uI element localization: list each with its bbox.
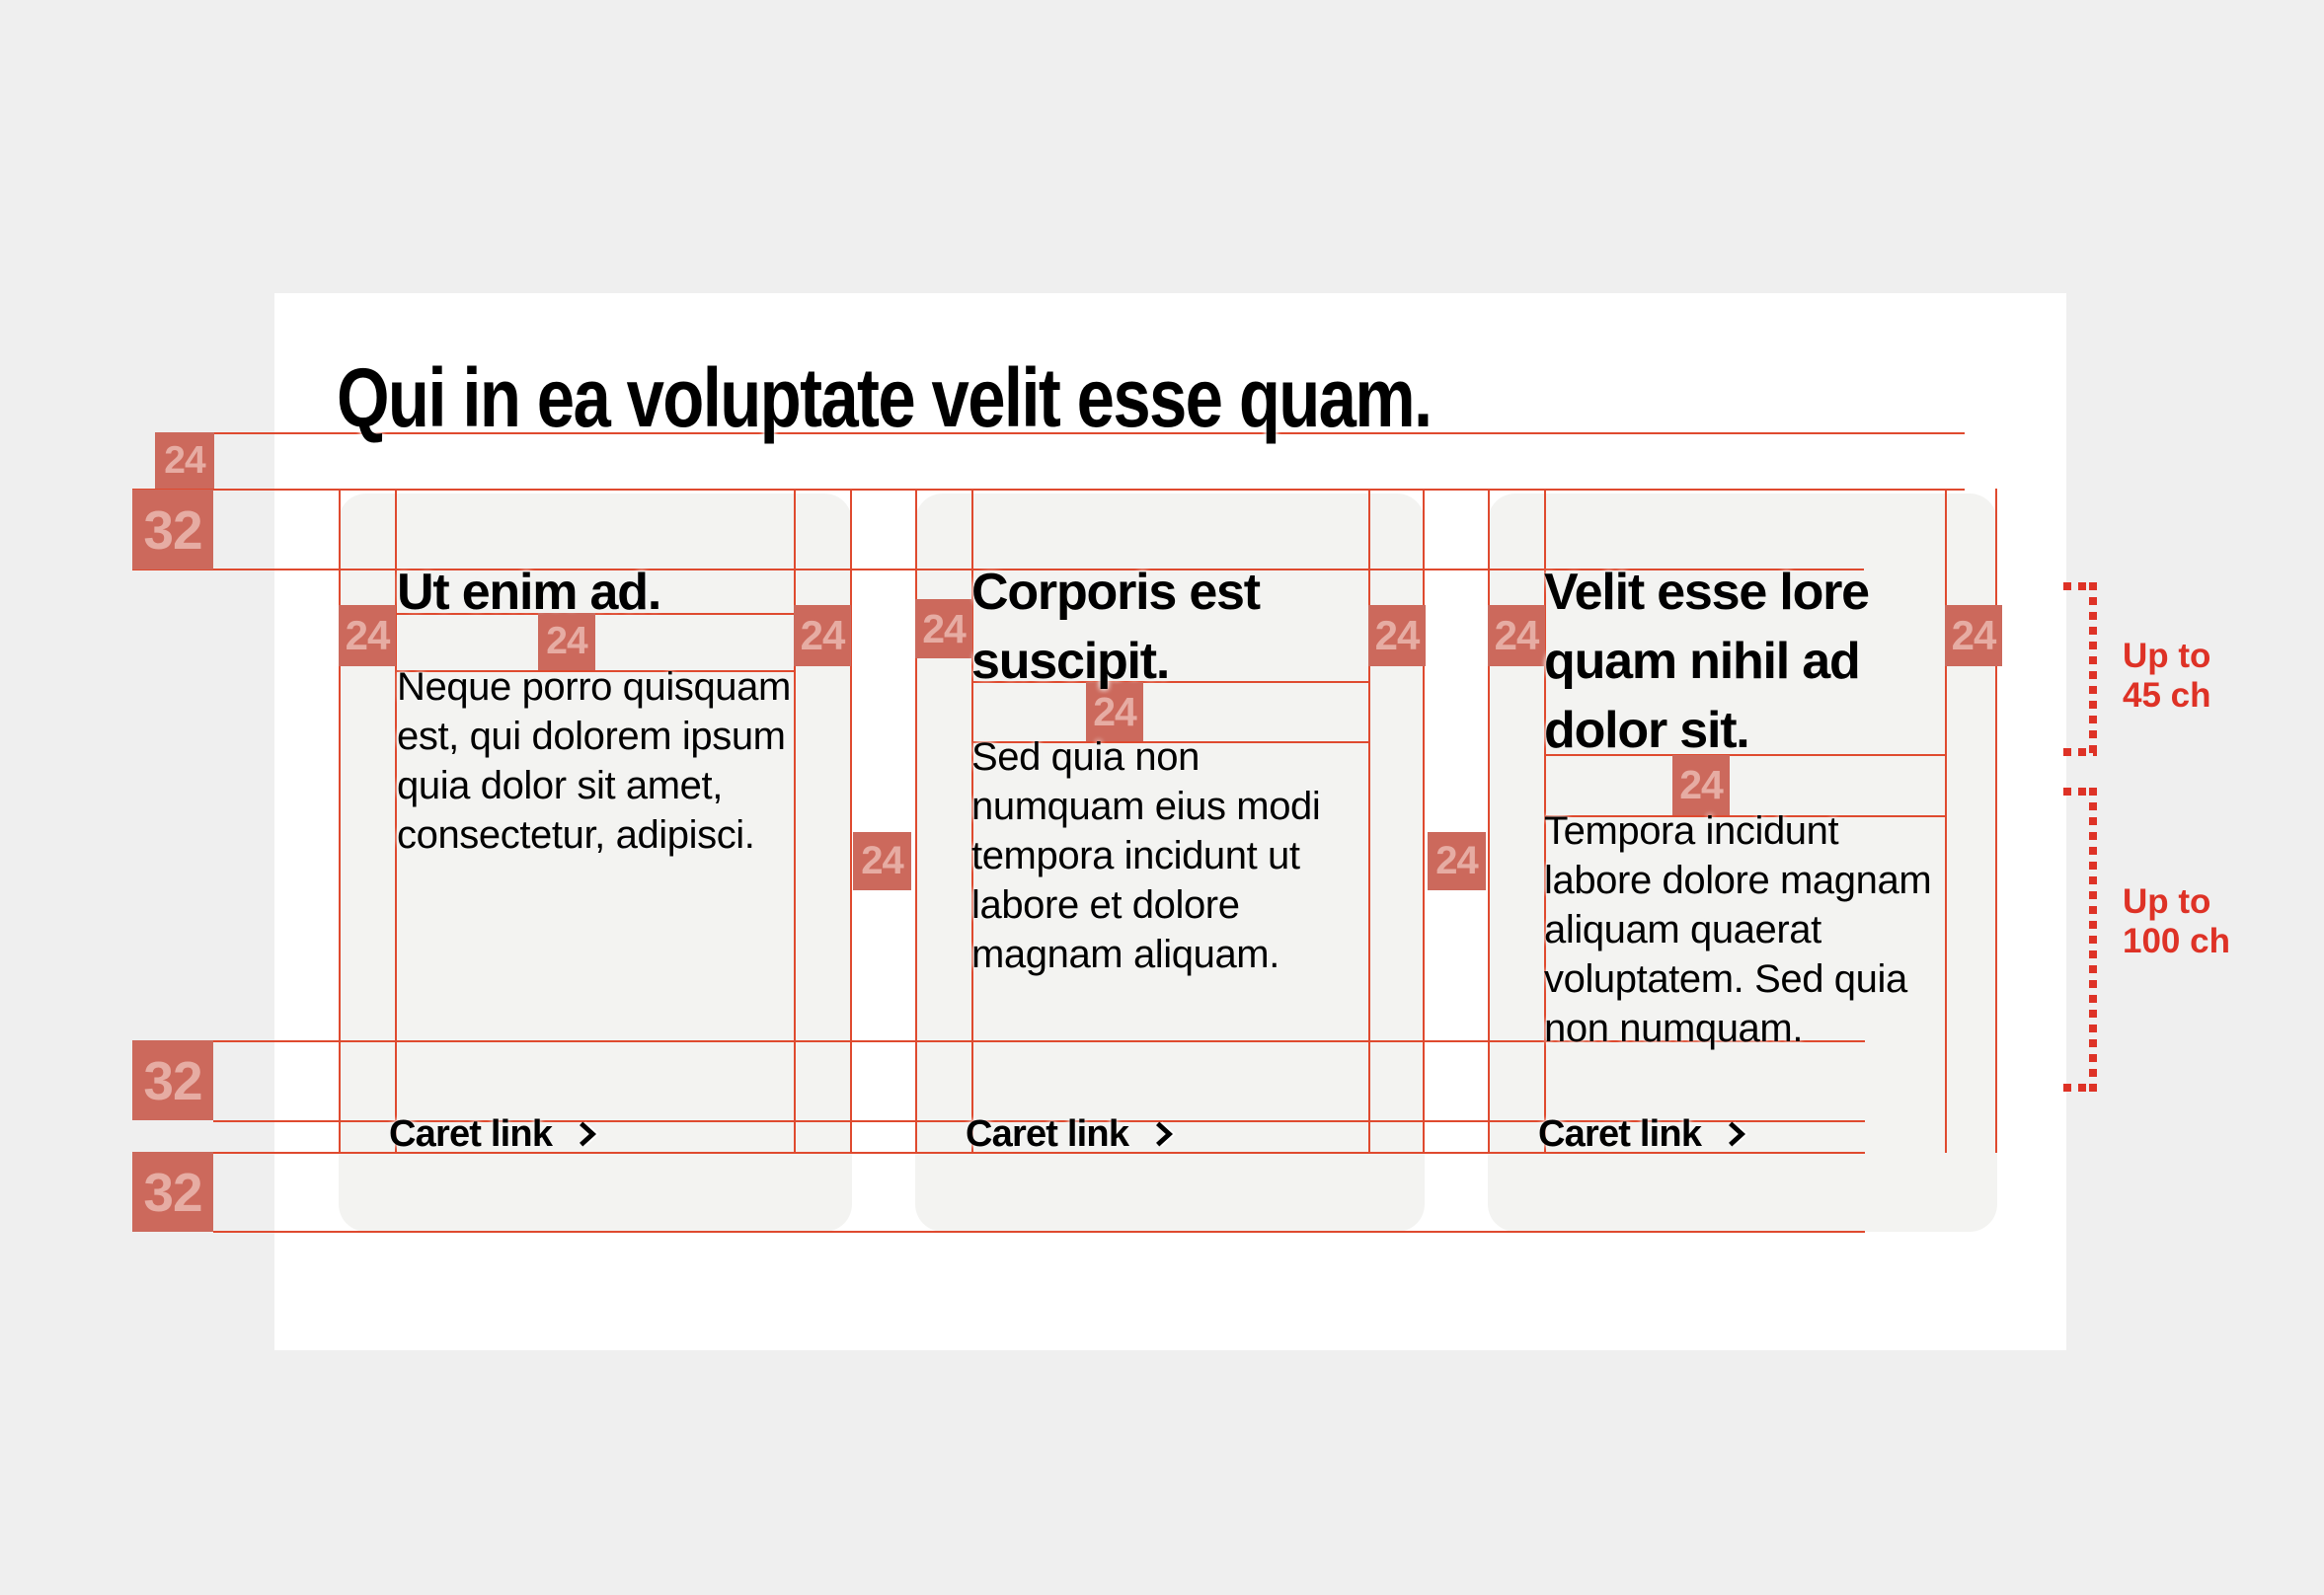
caret-right-icon [580,1121,597,1147]
guide-line-horizontal [395,613,796,615]
heading-char-limit-label: Up to 45 ch [2123,637,2211,715]
guide-line-vertical [850,489,852,1153]
guide-line-vertical [1423,489,1425,1153]
card-2-body: Sed quia non numquam eius modi tempora i… [971,735,1321,976]
caret-link-label: Caret link [389,1112,553,1155]
spacing-badge-24: 24 [1086,682,1143,741]
card-3-background [1488,494,1997,1232]
spacing-badge-32: 32 [132,1152,213,1232]
guide-line-vertical [395,489,397,1153]
card-1-heading: Ut enim ad. [397,564,661,621]
guide-line-horizontal [1544,815,1947,817]
spacing-badge-24: 24 [538,613,595,670]
guide-line-horizontal [155,432,1965,434]
caret-right-icon [1156,1121,1174,1147]
page-title: Qui in ea voluptate velit esse quam. [337,351,1433,444]
spacing-badge-24: 24 [1368,605,1426,666]
spacing-badge-24: 24 [1428,832,1486,890]
guide-line-vertical [339,489,341,1153]
guide-line-horizontal [1544,754,1947,756]
char-limit-bracket-leg [2063,1084,2097,1092]
caret-link-label: Caret link [966,1112,1129,1155]
card-2-background [915,494,1425,1232]
guide-line-vertical [915,489,917,1153]
spacing-badge-32: 32 [132,490,213,570]
guide-line-horizontal [213,1231,1865,1233]
card-1-body: Neque porro quisquam est, qui dolorem ip… [397,665,791,857]
guide-line-vertical [1995,489,1997,1153]
guide-line-horizontal [971,741,1370,743]
body-char-limit-label: Up to 100 ch [2123,882,2230,960]
card-2-heading: Corporis est suscipit. [971,564,1261,690]
card-3-body: Tempora incidunt labore dolore magnam al… [1544,809,1932,1050]
guide-line-vertical [1544,489,1546,1153]
char-limit-bracket-line [2089,582,2097,756]
char-limit-bracket-leg [2063,582,2097,590]
spacing-badge-24: 24 [155,432,214,489]
guide-line-horizontal [971,681,1370,683]
char-limit-bracket-line [2089,788,2097,1092]
guide-line-horizontal [213,1040,1865,1042]
spacing-badge-24: 24 [915,599,972,658]
spacing-badge-24: 24 [1672,755,1730,815]
guide-line-horizontal [213,1152,1865,1154]
caret-right-icon [1729,1121,1746,1147]
spacing-badge-24: 24 [1488,605,1545,666]
guide-line-vertical [1945,489,1947,1153]
guide-line-horizontal [132,569,1864,570]
card-3-heading: Velit esse lore quam nihil ad dolor sit. [1544,564,1870,759]
spacing-badge-24: 24 [339,605,396,666]
caret-link-label: Caret link [1538,1112,1702,1155]
spacing-badge-32: 32 [132,1040,213,1120]
spacing-badge-24: 24 [1945,605,2002,666]
guide-line-vertical [1488,489,1490,1153]
char-limit-bracket-leg [2063,748,2097,756]
guide-line-horizontal [132,489,1965,491]
guide-line-horizontal [213,1120,1865,1122]
guide-line-vertical [794,489,796,1153]
guide-line-horizontal [395,670,796,672]
spacing-badge-24: 24 [794,605,851,666]
guide-line-vertical [1368,489,1370,1153]
card-3-caret-link[interactable]: Caret link [1538,1113,1750,1155]
card-1-background [339,494,852,1232]
guide-line-vertical [971,489,973,1153]
card-1-caret-link[interactable]: Caret link [389,1113,601,1155]
spacing-badge-24: 24 [853,832,911,890]
card-2-caret-link[interactable]: Caret link [966,1113,1178,1155]
char-limit-bracket-leg [2063,788,2097,796]
